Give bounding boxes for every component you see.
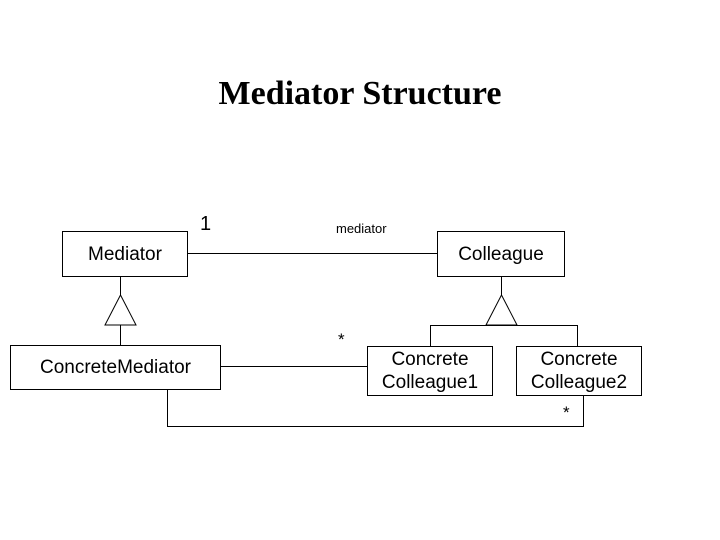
class-name-colleague: Colleague	[458, 243, 544, 265]
role-label-mediator: mediator	[336, 221, 387, 236]
class-name-concrete-colleague-2-line2: Colleague2	[530, 372, 628, 393]
class-box-colleague[interactable]: Colleague	[437, 231, 565, 277]
association-riser-concrete-colleague-2	[583, 396, 584, 427]
generalization-branch-concrete-colleague-1	[430, 325, 431, 347]
association-line-concrete-mediator-colleague1	[221, 366, 367, 367]
class-name-concrete-mediator: ConcreteMediator	[39, 357, 192, 378]
generalization-triangle-colleague	[485, 293, 518, 326]
generalization-stem-mediator	[120, 277, 121, 296]
association-drop-concrete-mediator	[167, 389, 168, 427]
multiplicity-label-colleague-star: *	[338, 330, 345, 349]
multiplicity-label-colleague2-star: *	[563, 403, 570, 422]
class-name-concrete-colleague-1-line1: Concrete	[391, 349, 469, 370]
class-box-mediator[interactable]: Mediator	[62, 231, 188, 277]
class-box-concrete-colleague-1[interactable]: Concrete Colleague1	[367, 346, 493, 396]
class-name-concrete-colleague-1-line2: Colleague1	[381, 372, 479, 393]
class-name-concrete-colleague-2-line1: Concrete	[540, 349, 618, 370]
class-box-concrete-colleague-2[interactable]: Concrete Colleague2	[516, 346, 642, 396]
association-line-bottom-routing	[167, 426, 584, 427]
class-name-mediator: Mediator	[88, 243, 162, 265]
generalization-stem-colleague	[501, 277, 502, 296]
multiplicity-label-mediator-one: 1	[200, 213, 212, 235]
generalization-stem-concrete-mediator	[120, 325, 121, 346]
association-line-mediator-colleague	[188, 253, 437, 254]
generalization-triangle-mediator	[104, 293, 137, 326]
class-box-concrete-mediator[interactable]: ConcreteMediator	[10, 345, 221, 390]
generalization-branch-concrete-colleague-2	[577, 325, 578, 347]
page-title: Mediator Structure	[218, 75, 502, 112]
